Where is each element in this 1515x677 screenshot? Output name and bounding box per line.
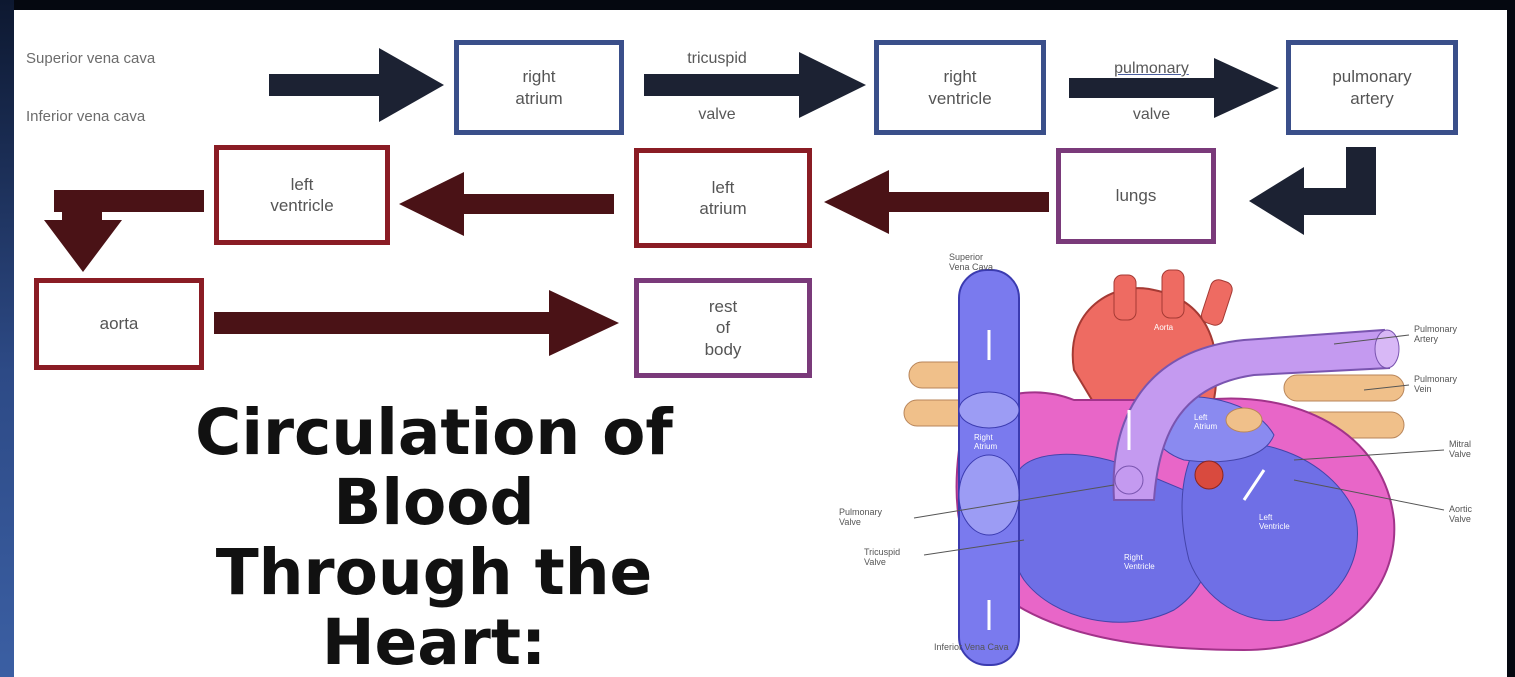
inferior-vena-cava-label: Inferior vena cava <box>26 108 145 125</box>
diagram-title: Circulation of Blood Through the Heart: <box>84 398 784 677</box>
superior-vena-cava-label: Superior vena cava <box>26 50 155 67</box>
title-line-1: Circulation of <box>84 398 784 468</box>
label-aorta: Aorta <box>1154 323 1174 332</box>
left-border <box>0 0 14 677</box>
box-right-atrium: right atrium <box>454 40 624 135</box>
box-left-atrium: left atrium <box>634 148 812 248</box>
box-pulmonary-artery: pulmonary artery <box>1286 40 1458 135</box>
title-line-2: Blood <box>84 468 784 538</box>
arrow-left-ventricle-to-aorta <box>44 190 204 272</box>
title-line-3: Through the <box>84 538 784 608</box>
pulmonary-valve-shape <box>1115 466 1143 494</box>
box-aorta: aorta <box>34 278 204 370</box>
arrow-left-atrium-to-left-ventricle <box>399 172 614 236</box>
box-left-ventricle: left ventricle <box>214 145 390 245</box>
tricuspid-valve-label-2: valve <box>642 106 792 124</box>
arrow-pulmonary-artery-to-lungs <box>1249 147 1376 235</box>
mitral-valve-shape <box>1195 461 1223 489</box>
top-border <box>0 0 1515 10</box>
tricuspid-valve-label: tricuspid <box>642 50 792 68</box>
label-inferior-vena-cava: Inferior Vena Cava <box>934 642 1009 652</box>
pulmonary-valve-label-2: valve <box>1064 106 1239 124</box>
title-line-4: Heart: <box>84 608 784 677</box>
box-rest-of-body: rest of body <box>634 278 812 378</box>
arrow-lungs-to-left-atrium <box>824 170 1049 234</box>
diagram-canvas: Superior vena cava Inferior vena cava ri… <box>14 10 1507 677</box>
pulmonary-valve-label: pulmonary <box>1064 60 1239 78</box>
box-right-ventricle: right ventricle <box>874 40 1046 135</box>
right-border <box>1507 0 1515 677</box>
arrow-vena-cava-to-right-atrium <box>269 48 444 122</box>
box-lungs: lungs <box>1056 148 1216 244</box>
arrow-aorta-to-rest-of-body <box>214 290 619 356</box>
